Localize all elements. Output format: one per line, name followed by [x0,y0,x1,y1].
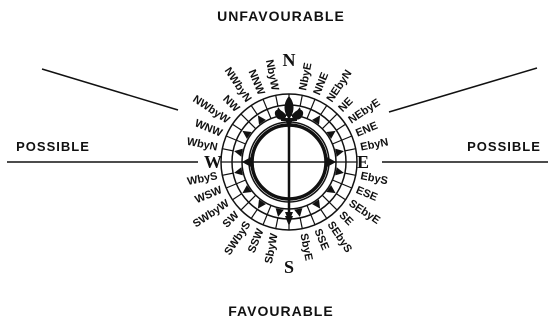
cardinal-west: W [204,152,222,172]
compass-point-label: SbyE [297,232,314,261]
region-label-possible-west: POSSIBLE [16,139,90,154]
east-boundary-line [389,68,537,112]
rose-tick [251,209,257,218]
west-boundary-line [42,69,178,110]
rose-arrow-marker [294,208,302,217]
rose-tick [345,149,356,151]
rose-tick [233,124,242,130]
rose-arrow-marker [335,149,344,157]
region-label-unfavourable: UNFAVOURABLE [217,8,345,24]
compass-point-label: EbyS [359,170,388,187]
rose-arrow-marker [335,167,344,175]
region-label-favourable: FAVOURABLE [228,303,333,319]
rose-tick [321,106,327,115]
rose-tick [300,95,302,106]
compass-point-label: SbyW [263,232,281,265]
rose-tick [241,195,256,210]
rose-tick [336,124,345,130]
rose-tick [222,149,233,151]
rose-tick [222,173,233,175]
compass-point-label: WbyN [186,136,219,154]
rose-tick [251,106,257,115]
rose-tick [276,95,278,106]
east-arrow-tip [327,157,336,167]
rose-tick [276,218,278,229]
compass-point-label: NbyE [297,62,314,92]
south-arrow-tip [285,216,293,226]
rose-tick [321,209,327,218]
cardinal-south: S [284,257,294,277]
rose-arrow-marker [234,167,243,175]
rose-tick [300,218,302,229]
cardinal-north: N [283,50,296,70]
rose-arrow-marker [276,208,284,217]
rose-tick [241,114,256,129]
rose-tick [322,195,337,210]
compass-rose [221,94,357,230]
compass-point-label: WbyS [186,170,218,188]
compass-point-label: EbyN [359,136,389,153]
rose-tick [233,194,242,200]
region-label-possible-east: POSSIBLE [467,139,541,154]
rose-arrow-marker [234,149,243,157]
cardinal-east: E [357,152,369,172]
rose-tick [336,194,345,200]
rose-tick [322,114,337,129]
rose-tick [345,173,356,175]
west-arrow-tip [242,157,251,167]
